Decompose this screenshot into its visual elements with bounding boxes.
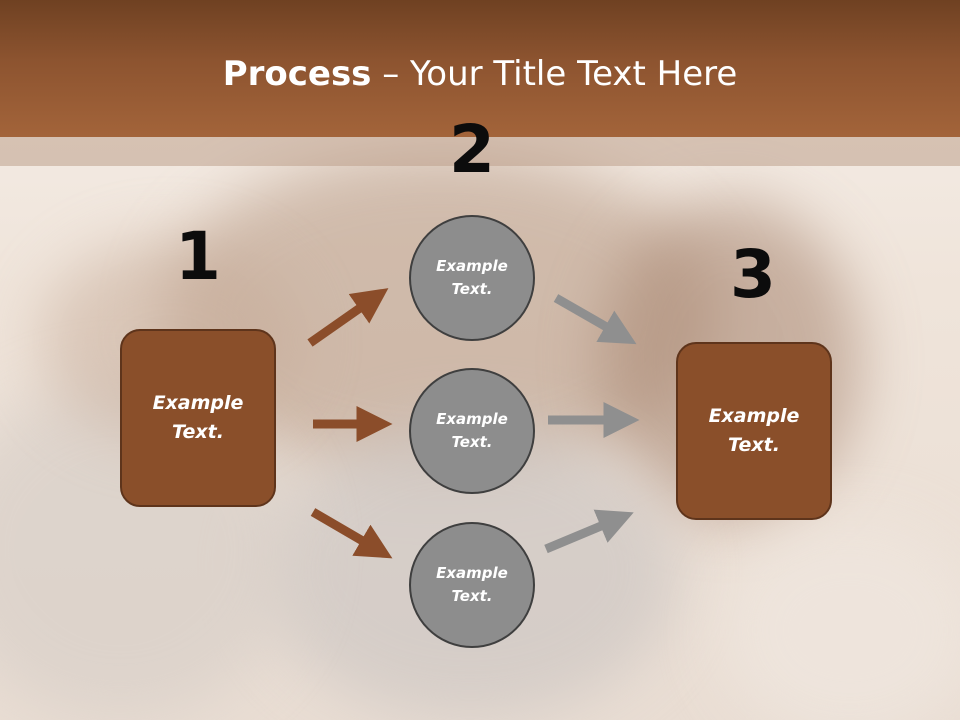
title-bar-band bbox=[0, 137, 960, 166]
step-number-3: 3 bbox=[730, 236, 776, 313]
circle-2-line1: Example bbox=[436, 410, 508, 428]
circle-1-line2: Text. bbox=[451, 280, 493, 298]
circle-3-line1: Example bbox=[436, 564, 508, 582]
step-number-1: 1 bbox=[175, 218, 221, 295]
circle-1-line1: Example bbox=[436, 257, 508, 275]
step1-box-line2: Text. bbox=[172, 421, 224, 443]
step1-box-line1: Example bbox=[152, 392, 244, 414]
step3-box-line1: Example bbox=[708, 405, 800, 427]
arrow-box1-to-circle1 bbox=[307, 288, 389, 347]
step3-box-line2: Text. bbox=[728, 434, 780, 456]
slide-title: Process – Your Title Text Here bbox=[0, 52, 960, 96]
title-bold: Process bbox=[222, 54, 372, 94]
circle-3-line2: Text. bbox=[451, 587, 493, 605]
step-number-2: 2 bbox=[449, 111, 495, 188]
arrow-circle1-to-box3 bbox=[553, 294, 637, 345]
arrow-circle3-to-box3 bbox=[544, 509, 634, 554]
circle-2-line2: Text. bbox=[451, 433, 493, 451]
title-bar bbox=[0, 0, 960, 137]
title-rest: – Your Title Text Here bbox=[371, 54, 738, 94]
arrow-box1-to-circle3 bbox=[310, 508, 393, 559]
